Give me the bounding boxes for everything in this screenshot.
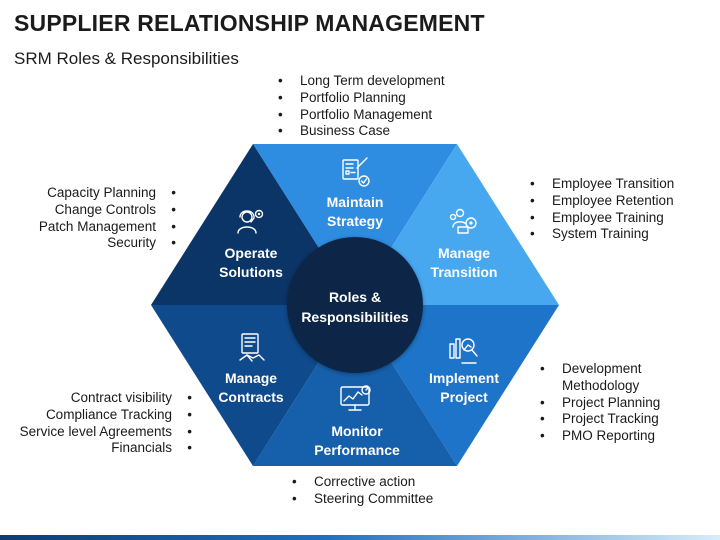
label-maintain-line1: Maintain bbox=[327, 194, 384, 210]
list-item: Contract visibility bbox=[20, 390, 194, 407]
support-agent-icon bbox=[237, 209, 264, 234]
page-subtitle: SRM Roles & Responsibilities bbox=[14, 49, 239, 68]
segment-monitor-performance bbox=[253, 305, 457, 466]
label-contracts-line2: Contracts bbox=[218, 389, 284, 405]
list-item: Development Methodology bbox=[538, 361, 688, 395]
bottom-accent-bar bbox=[0, 535, 720, 540]
monitor-gauge-icon bbox=[340, 385, 371, 411]
label-transition-line2: Transition bbox=[431, 264, 498, 280]
list-item: PMO Reporting bbox=[538, 428, 688, 445]
center-label-line2: Responsibilities bbox=[301, 309, 409, 325]
label-contracts-line1: Manage bbox=[225, 370, 277, 386]
strategy-checklist-icon bbox=[342, 157, 370, 187]
label-implement-line2: Project bbox=[440, 389, 488, 405]
label-monitor-line1: Monitor bbox=[331, 423, 383, 439]
list-item: Capacity Planning bbox=[39, 185, 178, 202]
list-item: Employee Training bbox=[528, 210, 674, 227]
list-manage-transition: Employee TransitionEmployee RetentionEmp… bbox=[528, 176, 674, 243]
list-item: Corrective action bbox=[290, 474, 433, 491]
list-item: Business Case bbox=[276, 123, 445, 140]
label-implement-line1: Implement bbox=[429, 370, 499, 386]
list-item: Employee Transition bbox=[528, 176, 674, 193]
list-item: Security bbox=[39, 235, 178, 252]
list-operate-solutions: Capacity PlanningChange ControlsPatch Ma… bbox=[39, 185, 178, 252]
list-item: Steering Committee bbox=[290, 491, 433, 508]
list-manage-contracts: Contract visibilityCompliance TrackingSe… bbox=[20, 390, 194, 457]
page-title: SUPPLIER RELATIONSHIP MANAGEMENT bbox=[14, 10, 485, 36]
list-item: Service level Agreements bbox=[20, 424, 194, 441]
list-item: Long Term development bbox=[276, 73, 445, 90]
list-item: Patch Management bbox=[39, 219, 178, 236]
list-item: Portfolio Planning bbox=[276, 90, 445, 107]
center-circle bbox=[287, 237, 423, 373]
list-item: Change Controls bbox=[39, 202, 178, 219]
label-operate-line1: Operate bbox=[225, 245, 278, 261]
list-item: Portfolio Management bbox=[276, 107, 445, 124]
list-item: Employee Retention bbox=[528, 193, 674, 210]
label-maintain-line2: Strategy bbox=[327, 213, 383, 229]
list-item: System Training bbox=[528, 226, 674, 243]
list-item: Project Planning bbox=[538, 395, 688, 412]
segment-maintain-strategy bbox=[253, 144, 457, 305]
list-maintain-strategy: Long Term developmentPortfolio PlanningP… bbox=[276, 73, 445, 140]
list-monitor-performance: Corrective actionSteering Committee bbox=[290, 474, 433, 508]
list-item: Compliance Tracking bbox=[20, 407, 194, 424]
label-monitor-line2: Performance bbox=[314, 442, 400, 458]
project-chart-icon bbox=[449, 338, 478, 364]
list-item: Project Tracking bbox=[538, 411, 688, 428]
contract-handshake-icon bbox=[239, 333, 265, 362]
list-implement-project: Development MethodologyProject PlanningP… bbox=[538, 361, 688, 445]
team-gear-icon bbox=[449, 208, 477, 234]
label-transition-line1: Manage bbox=[438, 245, 490, 261]
center-label-line1: Roles & bbox=[329, 289, 381, 305]
label-operate-line2: Solutions bbox=[219, 264, 283, 280]
list-item: Financials bbox=[20, 440, 194, 457]
